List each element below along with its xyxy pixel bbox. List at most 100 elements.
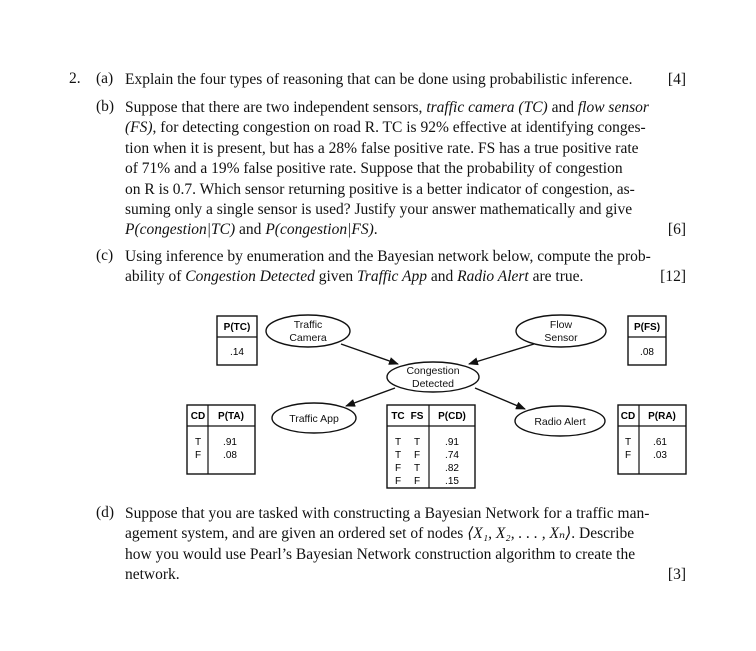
term-fs: (FS) [125, 119, 153, 137]
term-congestion-detected: Congestion Detected [185, 268, 315, 286]
text-run: . Describe [571, 525, 635, 543]
part-d-line: Suppose that you are tasked with constru… [125, 504, 686, 524]
node-congestion-detected [386, 361, 480, 393]
table-cell: T [414, 463, 420, 474]
part-b-line: suming only a single sensor is used? Jus… [125, 200, 686, 220]
table-header: CD [621, 411, 635, 422]
part-d-line: how you would use Pearl’s Bayesian Netwo… [125, 545, 686, 565]
text-run: Suppose that you are tasked with constru… [125, 505, 650, 522]
node-radio-alert [514, 405, 606, 437]
table-header: TC [391, 411, 404, 422]
node-flow-sensor [515, 314, 607, 348]
node-label: Traffic [294, 319, 323, 331]
table-header: CD [191, 411, 205, 422]
node-label: Sensor [544, 332, 578, 344]
table-header: FS [411, 411, 424, 422]
math-node-set: ⟨X₁, X₂, . . . , Xₙ⟩ [467, 525, 572, 543]
text-run: and [547, 99, 578, 116]
math-p-congestion-fs: P(congestion|FS) [265, 221, 374, 239]
table-cell: T [195, 437, 201, 448]
table-cell: T [395, 450, 401, 461]
text-run: given [314, 268, 358, 286]
part-c-marks: [12] [660, 268, 686, 286]
term-traffic-camera: traffic camera (TC) [426, 99, 548, 116]
part-label-a: (a) [96, 70, 114, 87]
text-run: , for detecting congestion on road R. TC… [152, 119, 646, 137]
part-d-line: network. [3] [125, 565, 686, 585]
table-cell: F [414, 450, 420, 461]
text-run: of 71% and a 19% false positive rate. Su… [125, 160, 623, 178]
table-p-tc: P(TC) .14 [216, 315, 258, 366]
part-b-marks: [6] [667, 221, 686, 239]
text-run: and [426, 268, 458, 286]
part-c-line: Using inference by enumeration and the B… [125, 247, 686, 267]
table-cell: .15 [445, 476, 459, 487]
node-label: Flow [550, 319, 573, 331]
table-cell: F [195, 450, 201, 461]
table-p-ra: CD P(RA) T .61 F .03 [617, 404, 687, 475]
part-a-text: Explain the four types of reasoning that… [125, 71, 633, 88]
text-run: on R is 0.7. Which sensor returning posi… [125, 180, 635, 198]
table-cell: F [395, 476, 401, 487]
text-run: and [235, 221, 266, 239]
text-run: . [373, 221, 378, 239]
table-cell: T [625, 437, 631, 448]
text-run: Using inference by enumeration and the B… [125, 248, 651, 265]
part-d-marks: [3] [667, 566, 686, 584]
part-b-line: Suppose that there are two independent s… [125, 98, 686, 118]
table-cell: .91 [223, 437, 237, 448]
part-a: Explain the four types of reasoning that… [125, 70, 686, 90]
table-cell: F [395, 463, 401, 474]
node-label: Camera [289, 332, 327, 344]
part-d: Suppose that you are tasked with constru… [125, 504, 686, 586]
table-cell: T [395, 437, 401, 448]
text-run: suming only a single sensor is used? Jus… [125, 201, 633, 219]
part-label-c: (c) [96, 247, 114, 264]
math-p-congestion-tc: P(congestion|TC) [125, 221, 236, 239]
text-run: how you would use Pearl’s Bayesian Netwo… [125, 545, 636, 563]
part-a-marks: [4] [667, 71, 686, 88]
table-cell: T [414, 437, 420, 448]
table-value: .14 [230, 347, 244, 358]
table-header: P(TC) [224, 322, 251, 333]
term-flow-sensor: flow sensor [577, 99, 649, 116]
part-b: Suppose that there are two independent s… [125, 98, 686, 241]
table-cell: F [414, 476, 420, 487]
term-traffic-app: Traffic App [357, 268, 427, 286]
part-label-b: (b) [96, 98, 115, 115]
table-header: P(FS) [634, 322, 660, 333]
table-cell: .61 [653, 437, 667, 448]
table-p-fs: P(FS) .08 [627, 315, 667, 366]
text-run: ability of [125, 268, 186, 286]
part-b-line: P(congestion|TC) and P(congestion|FS). [… [125, 220, 686, 240]
part-label-d: (d) [96, 504, 115, 521]
part-c: Using inference by enumeration and the B… [125, 247, 686, 288]
table-header: P(TA) [218, 411, 244, 422]
node-traffic-camera [265, 314, 351, 348]
table-cell: .08 [223, 450, 237, 461]
edge-congestion-to-radio-alert [474, 387, 526, 410]
part-c-line: ability of Congestion Detected given Tra… [125, 267, 686, 287]
text-run: Suppose that there are two independent s… [125, 99, 427, 116]
node-label: Traffic App [289, 413, 339, 425]
table-header: P(RA) [648, 411, 676, 422]
edge-flow-sensor-to-congestion [468, 343, 535, 366]
table-cell: .74 [445, 450, 459, 461]
node-traffic-app [271, 402, 357, 434]
table-cell: F [625, 450, 631, 461]
node-label: Congestion [406, 365, 459, 377]
table-cell: .82 [445, 463, 459, 474]
table-p-cd: TC FS P(CD) T T .91 T F .74 F T .82 F F … [386, 404, 476, 489]
part-d-line: agement system, and are given an ordered… [125, 524, 686, 544]
table-cell: .91 [445, 437, 459, 448]
part-b-line: of 71% and a 19% false positive rate. Su… [125, 159, 686, 179]
part-b-line: on R is 0.7. Which sensor returning posi… [125, 180, 686, 200]
table-p-ta: CD P(TA) T .91 F .08 [186, 404, 256, 475]
table-cell: .03 [653, 450, 667, 461]
term-radio-alert: Radio Alert [457, 268, 529, 286]
question-number: 2. [69, 70, 81, 87]
text-run: agement system, and are given an ordered… [125, 525, 468, 543]
text-run: network. [125, 566, 180, 584]
text-run: are true. [528, 268, 584, 286]
